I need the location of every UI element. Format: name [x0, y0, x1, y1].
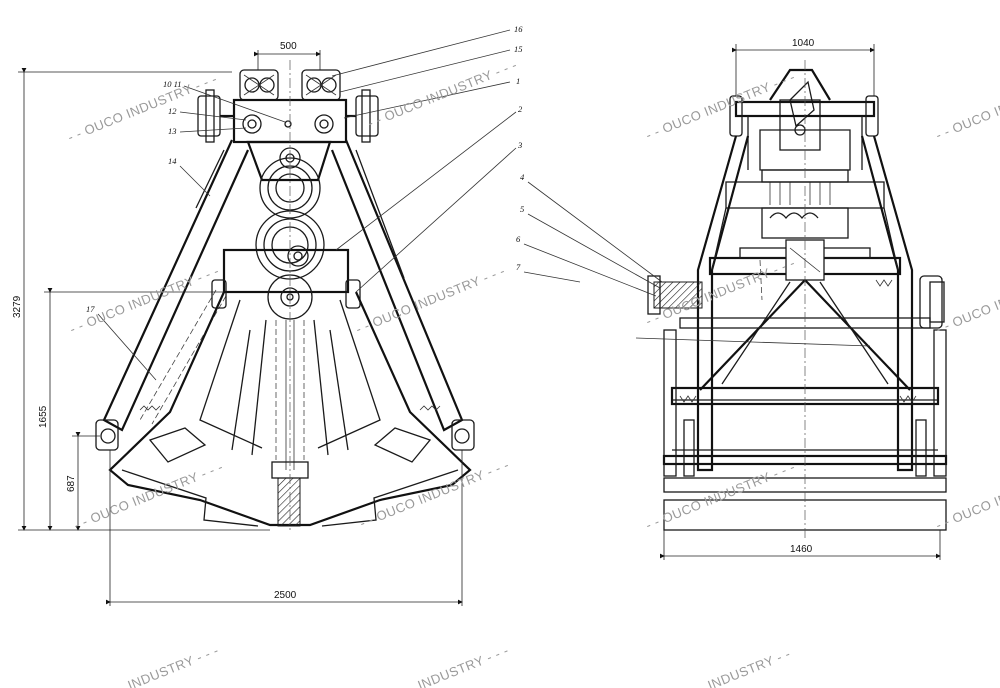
dim-687: 687	[66, 475, 77, 492]
watermark-2: - - OUCO INDUSTRY - - -	[366, 57, 520, 131]
watermark-9: - - OUCO INDUSTRY - - -	[72, 459, 226, 533]
front-callouts: 16 15 1 2 3 10 11 12 13 14 17	[86, 24, 523, 381]
callout-10-11: 10 11	[163, 79, 182, 89]
watermark-5: - - OUCO INDUSTRY - - -	[68, 263, 222, 337]
dim-500: 500	[280, 41, 297, 52]
callout-12: 12	[168, 106, 177, 116]
side-dimensions: 1040 1460	[660, 38, 941, 560]
watermark-11: - - OUCO INDUSTRY - - -	[644, 459, 798, 533]
dim-1040: 1040	[792, 38, 815, 49]
dim-3279: 3279	[12, 295, 23, 318]
callout-5: 5	[520, 204, 524, 214]
callout-14: 14	[168, 156, 177, 166]
callout-4: 4	[520, 172, 525, 182]
callout-16: 16	[514, 24, 523, 34]
side-callouts: 4 5 6 7	[516, 172, 663, 297]
upper-head-beam	[197, 89, 379, 144]
callout-15: 15	[514, 44, 523, 54]
dim-1655: 1655	[38, 405, 49, 428]
watermark-12: - - OUCO INDUSTRY - - -	[934, 459, 1000, 533]
callout-7: 7	[516, 262, 521, 272]
watermark-14: INDUSTRY - - -	[416, 643, 511, 688]
dim-1460: 1460	[790, 544, 813, 555]
side-frame	[647, 135, 948, 531]
front-dimensions: 500 3279 1655 687 2500	[12, 41, 463, 606]
brace-arms	[102, 139, 464, 432]
lower-head	[211, 210, 361, 320]
watermark-15: INDUSTRY - -	[706, 646, 793, 688]
watermark-1: - - OUCO INDUSTRY - - -	[66, 71, 220, 145]
upper-head-plate	[246, 140, 332, 219]
callout-17: 17	[86, 304, 95, 314]
watermark-3: - - OUCO INDUSTRY - - -	[644, 69, 798, 143]
watermark-10: - - OUCO INDUSTRY - - -	[358, 457, 512, 531]
callout-6: 6	[516, 234, 521, 244]
side-view	[635, 60, 948, 540]
front-view	[95, 60, 475, 530]
watermarks: - - OUCO INDUSTRY - - - - - OUCO INDUSTR…	[66, 57, 1000, 688]
dim-2500: 2500	[274, 590, 297, 601]
watermark-6: - - OUCO INDUSTRY - - -	[354, 263, 508, 337]
callout-1: 1	[516, 76, 520, 86]
callout-2: 2	[518, 104, 523, 114]
watermark-13: INDUSTRY - - -	[126, 643, 221, 688]
watermark-4: - - OUCO INDUSTRY - - -	[934, 69, 1000, 143]
callout-13: 13	[168, 126, 177, 136]
callout-3: 3	[517, 140, 522, 150]
